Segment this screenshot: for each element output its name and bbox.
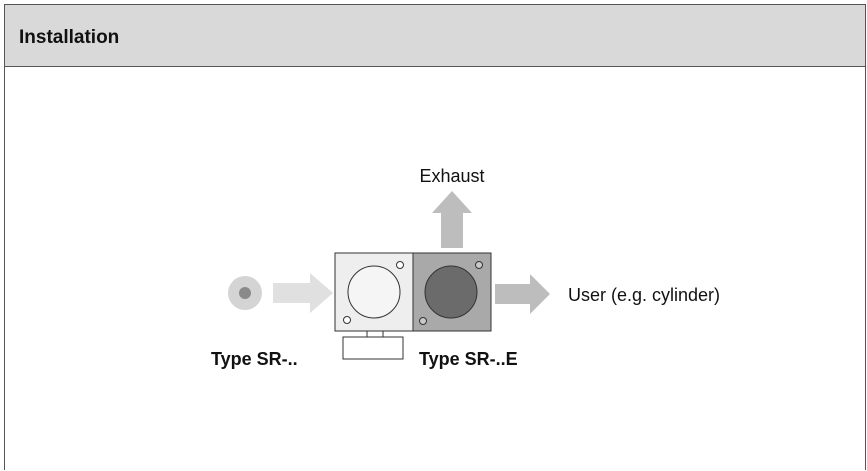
mounting-bracket [342, 330, 404, 360]
installation-panel: Installation Exhaust [4, 4, 866, 470]
installation-diagram: Exhaust User (e.g. cylinder) Type SR-.. … [211, 166, 720, 369]
regulator-block-sr [334, 252, 414, 332]
regulator-block-sr-e [412, 252, 492, 332]
type-sr-label: Type SR-.. [211, 349, 298, 369]
user-label: User (e.g. cylinder) [568, 285, 720, 305]
panel-title: Installation [19, 27, 120, 48]
exhaust-label: Exhaust [419, 166, 484, 186]
type-sr-e-label: Type SR-..E [419, 349, 518, 369]
exhaust-arrow [432, 191, 472, 248]
user-arrow [495, 274, 550, 314]
air-supply-icon [228, 276, 262, 310]
supply-arrow [273, 273, 333, 313]
panel-header: Installation [5, 5, 865, 67]
